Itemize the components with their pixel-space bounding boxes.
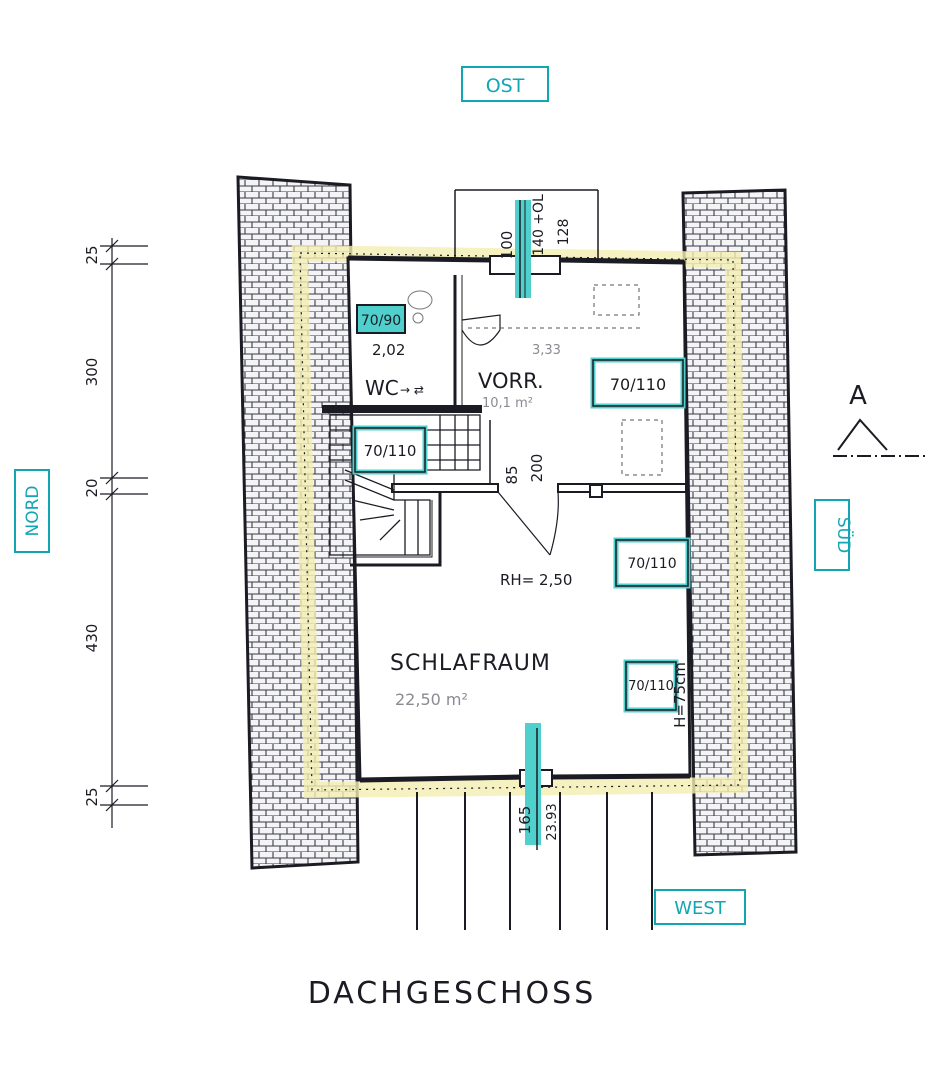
room-area-schlafraum: 22,50 m²: [395, 690, 468, 709]
compass-north: NORD: [14, 469, 50, 553]
furniture-outlines: [468, 284, 663, 476]
dim-left-3: 20: [83, 478, 101, 497]
compass-east-label: OST: [486, 75, 525, 97]
wc-arrow: → ⇄: [400, 383, 424, 397]
dim-bottom-window-height: 23.93: [545, 803, 560, 840]
interior-walls: [322, 275, 687, 567]
room-area-vorraum-secondary: 3,33: [532, 343, 561, 358]
section-marker-label: A: [849, 381, 867, 411]
window-label-schlaf-top: 70/110: [627, 556, 676, 572]
compass-west: WEST: [654, 889, 746, 925]
dim-left-5: 25: [83, 787, 101, 806]
compass-west-label: WEST: [674, 898, 727, 919]
window-label-schlaf-bottom: 70/110: [628, 679, 674, 694]
window-box-vorraum: 70/110: [590, 357, 686, 409]
dim-left-4: 430: [83, 624, 101, 653]
compass-south-label: SÜD: [833, 517, 855, 553]
compass-south: SÜD: [814, 499, 855, 571]
left-dimension-chain: [100, 238, 148, 828]
room-name-schlafraum: SCHLAFRAUM: [390, 651, 551, 676]
window-label-wc: 70/90: [361, 313, 401, 329]
room-height-schlafraum: RH= 2,50: [500, 571, 572, 589]
dim-door-width: 85: [503, 465, 521, 484]
dim-door-height: 200: [528, 454, 546, 483]
dim-top-window-width: 100: [498, 231, 516, 260]
dim-left-2: 300: [83, 358, 101, 387]
door-swings: [461, 314, 559, 556]
room-area-vorraum: 10,1 m²: [482, 396, 533, 411]
window-box-wc: 70/90: [356, 304, 406, 334]
balcony-railing: [416, 792, 653, 930]
window-box-schlaf-top: 70/110: [613, 537, 691, 589]
roof-left: [236, 175, 360, 870]
compass-east: OST: [461, 66, 549, 102]
section-marker: A: [833, 381, 927, 457]
window-box-schlaf-bottom: 70/110: [623, 659, 679, 713]
compass-north-label: NORD: [23, 486, 43, 537]
wc-fixture: [407, 290, 433, 324]
highlight-top-window: [515, 200, 531, 298]
top-window-dimensions: 100 140 +OL 128: [498, 194, 572, 298]
dim-top-window-height: 128: [556, 219, 572, 246]
room-name-vorraum: VORR.: [478, 369, 544, 393]
window-label-vorraum: 70/110: [610, 375, 666, 394]
room-name-wc: WC: [365, 376, 399, 400]
dim-bottom-window-width: 165: [516, 806, 534, 835]
window-box-stair: 70/110: [352, 425, 428, 475]
window-height-note: H=75cm: [671, 662, 689, 728]
dim-top-window-sill: 140 +OL: [531, 194, 547, 256]
room-area-wc: 2,02: [372, 341, 405, 359]
window-label-stair: 70/110: [364, 442, 417, 460]
bottom-window-dimensions: 165 23.93: [516, 728, 560, 850]
dim-left-1: 25: [83, 245, 101, 264]
floor-title: DACHGESCHOSS: [308, 976, 597, 1011]
